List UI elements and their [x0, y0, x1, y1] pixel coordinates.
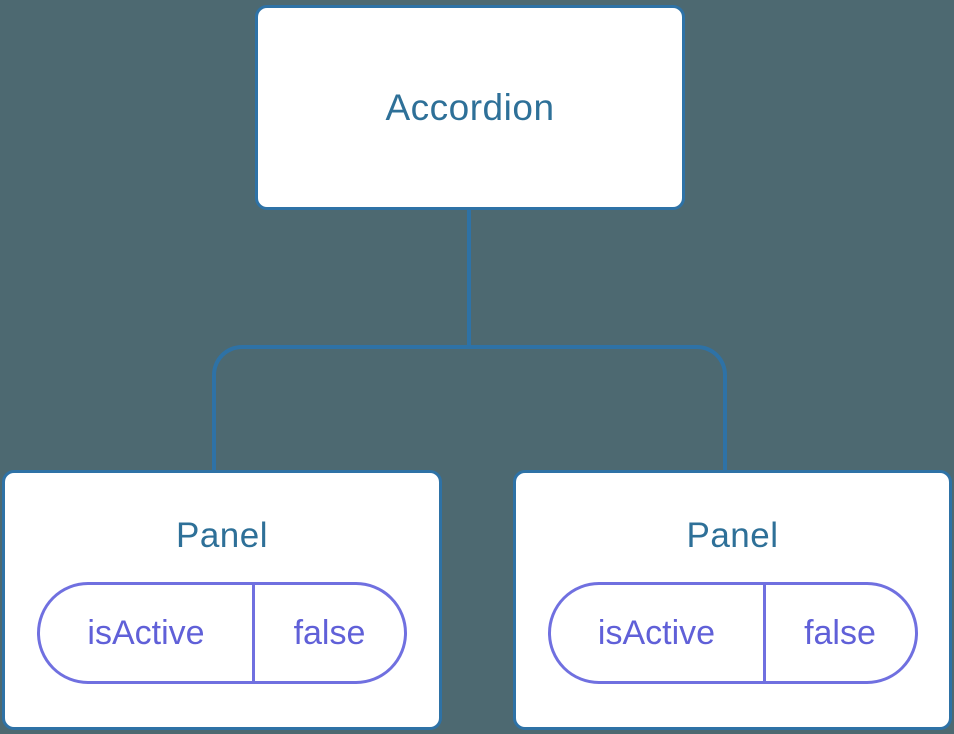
accordion-node-label: Accordion — [385, 86, 555, 128]
panel-right-label: Panel — [686, 516, 779, 555]
panel-node-right: Panel isActive false — [513, 470, 952, 730]
panel-right-prop-name: isActive — [551, 585, 766, 681]
accordion-node: Accordion — [255, 5, 685, 210]
panel-node-left: Panel isActive false — [2, 470, 442, 730]
panel-right-state-pill: isActive false — [547, 582, 918, 684]
panel-left-state-pill: isActive false — [37, 582, 407, 684]
panel-right-prop-value: false — [804, 613, 876, 652]
panel-left-prop-name: isActive — [40, 585, 255, 681]
connector-bracket — [212, 345, 727, 472]
connector-stem — [467, 208, 471, 348]
panel-left-prop-value: false — [293, 613, 366, 652]
panel-left-label: Panel — [175, 516, 269, 555]
